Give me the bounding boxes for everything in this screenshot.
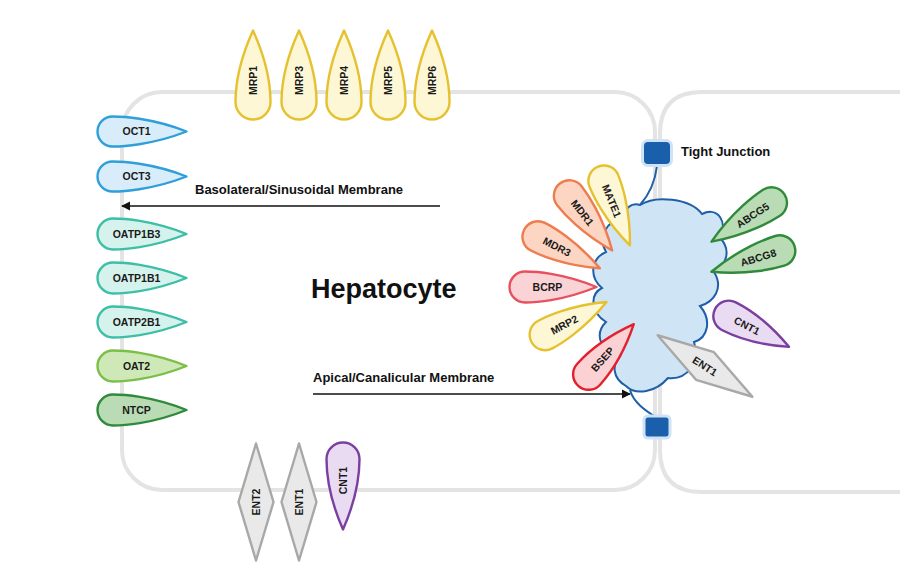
transporter-name: MRP1 — [234, 29, 272, 121]
tight-junction-symbol — [644, 416, 670, 438]
transporter-teardrop: CNT1 — [706, 293, 798, 362]
transporter-diamond: ENT1 — [280, 442, 318, 562]
transporter-teardrop: OCT3 — [96, 160, 188, 193]
transporter-teardrop: MRP3 — [280, 29, 318, 121]
leader-arrow — [122, 205, 440, 206]
leader-arrow — [313, 393, 630, 394]
transporter-teardrop: MRP5 — [369, 29, 407, 121]
transporter-teardrop: MRP6 — [413, 29, 451, 121]
transporter-teardrop: OATP1B3 — [96, 217, 188, 251]
transporter-name: MRP5 — [369, 29, 407, 121]
transporter-name: CNT1 — [325, 441, 361, 531]
transporter-name: NTCP — [96, 393, 188, 427]
transporter-name: ENT1 — [280, 442, 318, 562]
transporter-name: OAT2 — [96, 349, 188, 383]
transporter-name: MRP6 — [413, 29, 451, 121]
transporter-teardrop: MRP1 — [234, 29, 272, 121]
transporter-teardrop: OATP1B1 — [96, 261, 188, 295]
transporter-teardrop: BCRP — [508, 270, 598, 304]
transporter-teardrop: CNT1 — [325, 441, 361, 531]
membrane-label: Apical/Canalicular Membrane — [313, 370, 494, 385]
transporter-name: OATP1B3 — [96, 217, 188, 251]
transporter-teardrop: NTCP — [96, 393, 188, 427]
transporter-name: MRP3 — [280, 29, 318, 121]
transporter-name: OATP1B1 — [96, 261, 188, 295]
transporter-name: OATP2B1 — [96, 305, 188, 339]
tight-junction: Tight Junction — [644, 142, 670, 164]
transporter-name: OCT3 — [96, 160, 188, 193]
transporter-name: ENT2 — [237, 442, 275, 562]
transporter-teardrop: OCT1 — [96, 115, 188, 148]
membrane-label: Basolateral/Sinusoidal Membrane — [195, 182, 403, 197]
transporter-teardrop: OATP2B1 — [96, 305, 188, 339]
transporter-name: OCT1 — [96, 115, 188, 148]
cell-name: Hepatocyte — [311, 274, 457, 305]
transporter-diamond: ENT2 — [237, 442, 275, 562]
transporter-teardrop: OAT2 — [96, 349, 188, 383]
transporter-name: BCRP — [508, 270, 598, 304]
lumen-wall — [630, 390, 657, 418]
junction-label: Tight Junction — [681, 144, 770, 159]
transporter-name: MRP4 — [325, 29, 363, 121]
transporter-name: CNT1 — [706, 293, 798, 362]
transporter-teardrop: MRP4 — [325, 29, 363, 121]
